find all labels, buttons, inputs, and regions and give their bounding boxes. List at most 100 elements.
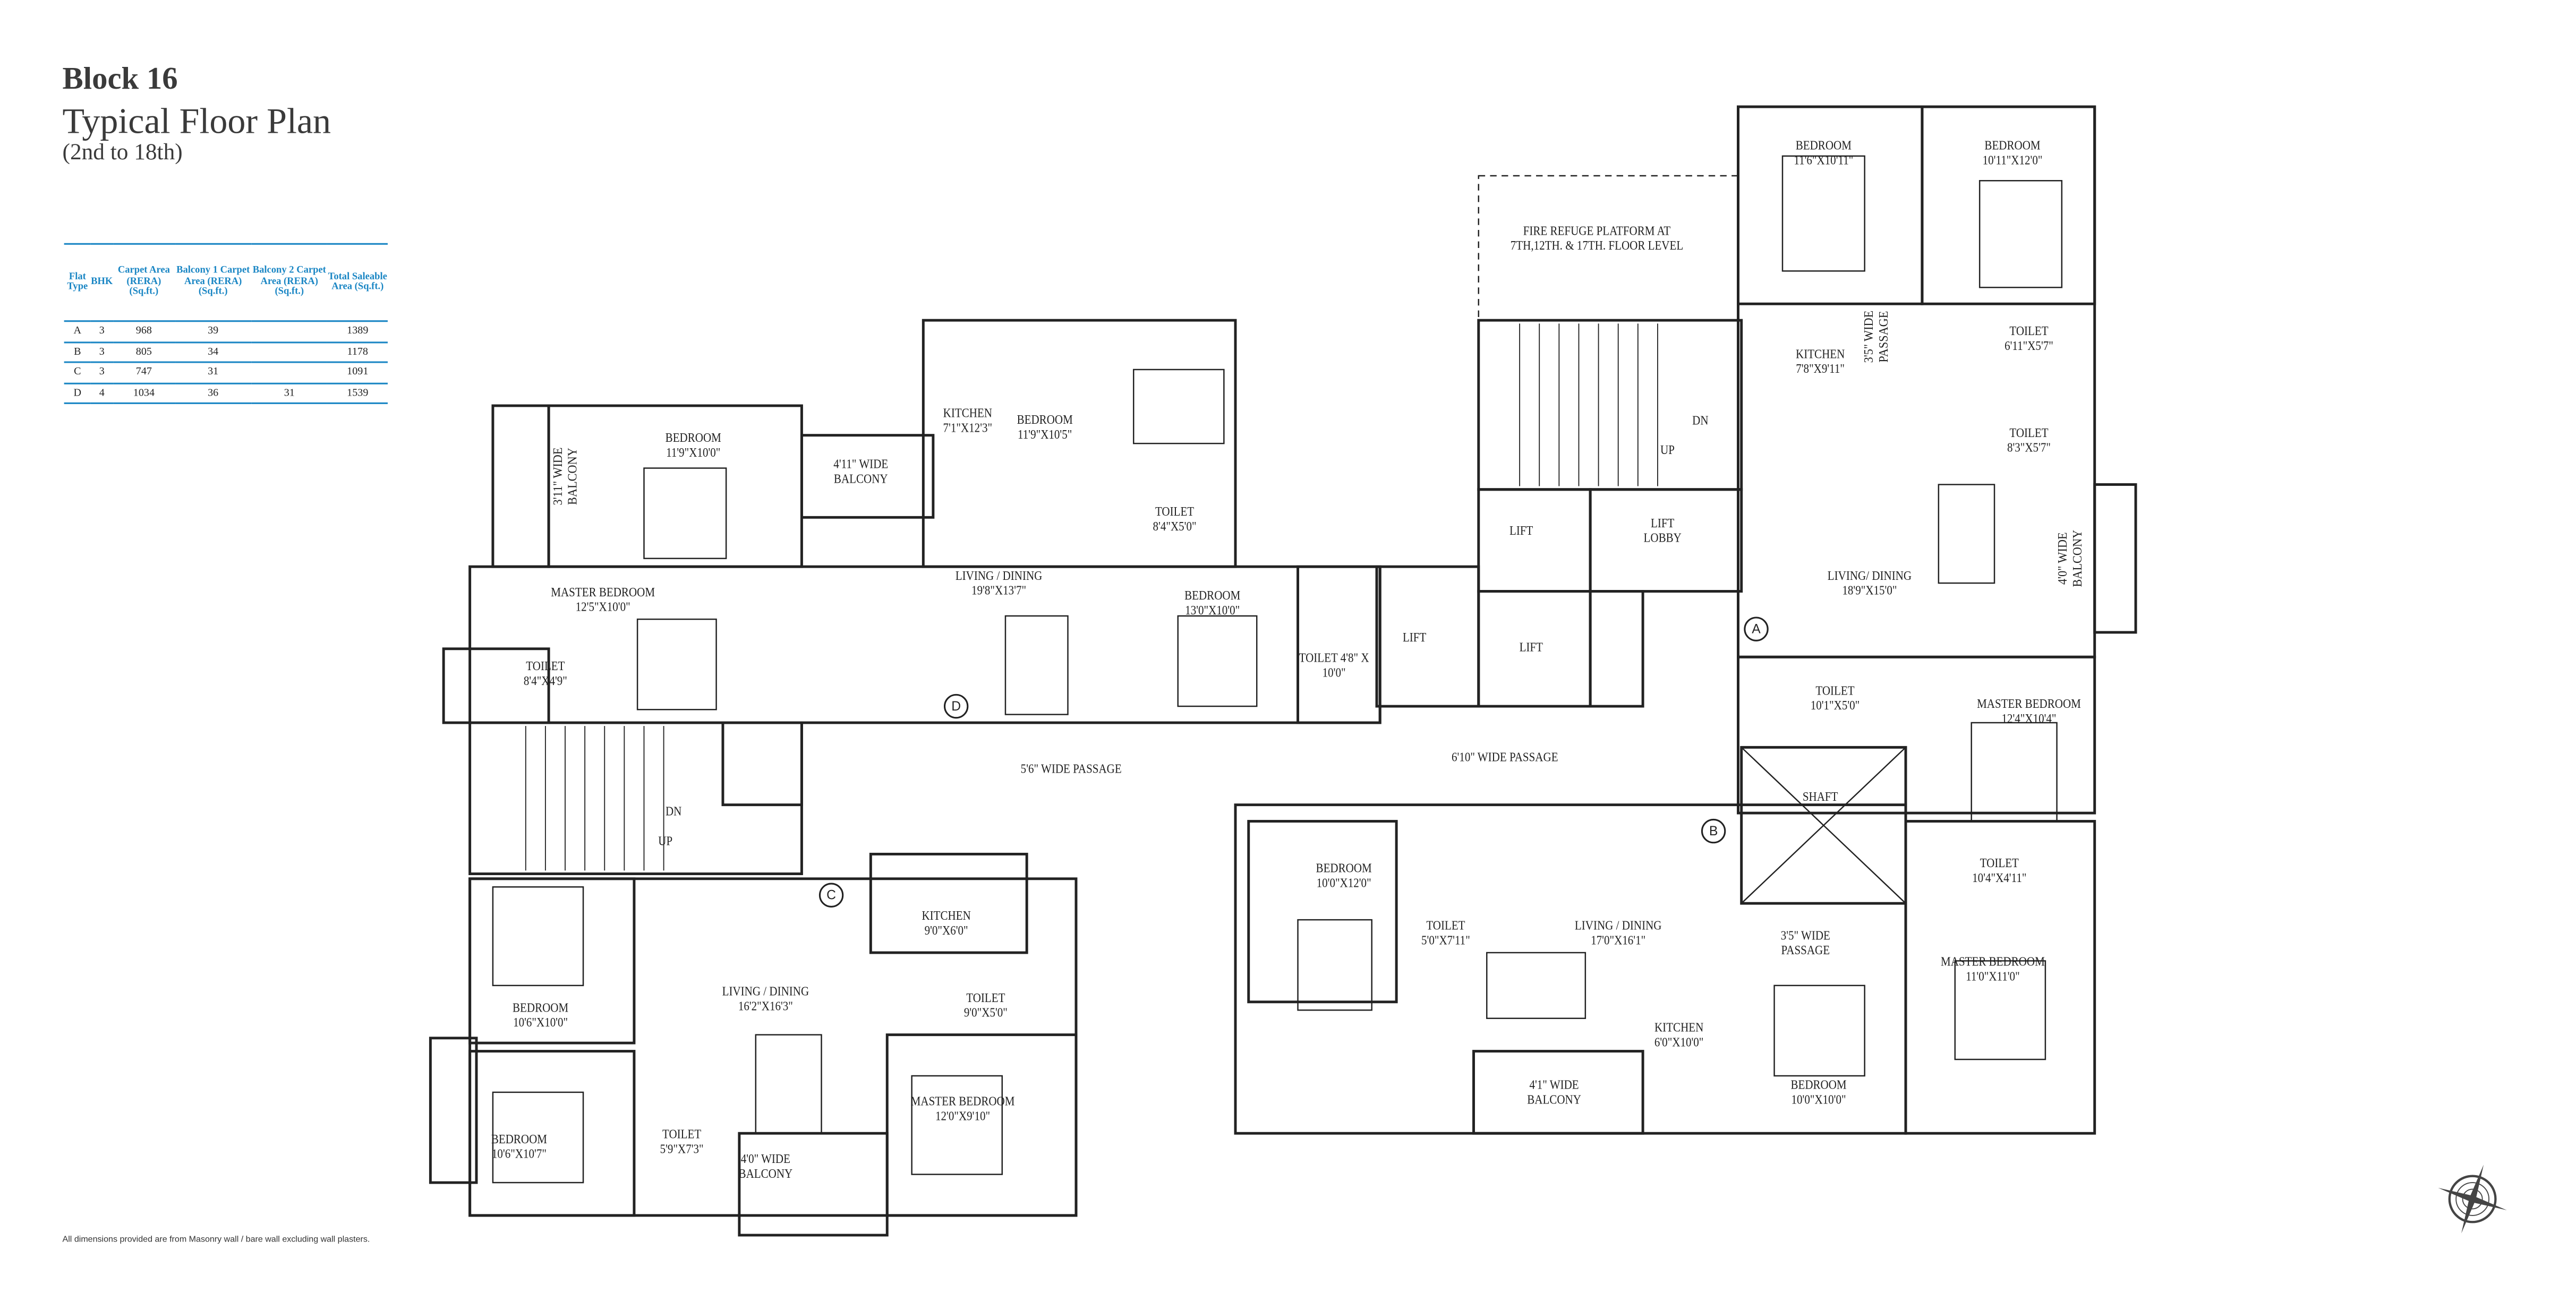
bed-icon	[1773, 985, 1865, 1077]
room-size: 11'9"X10'5"	[1018, 427, 1072, 442]
room-name: TOILET 4'8" X	[1299, 650, 1369, 665]
room-name: KITCHEN	[943, 405, 992, 421]
shaft-cross	[1741, 747, 1906, 904]
room-name: LIVING/ DINING	[1827, 568, 1912, 584]
room-name: BEDROOM	[665, 430, 721, 446]
room-name: BEDROOM	[1184, 588, 1241, 603]
room-size: 12'4"X10'4"	[2001, 711, 2057, 726]
room-size: 5'9"X7'3"	[660, 1141, 704, 1157]
room-name: DN	[665, 804, 682, 819]
room-name: TOILET	[1815, 683, 1855, 698]
table-cell: 1034	[113, 382, 175, 404]
plan-subtitle: Typical Floor Plan	[62, 100, 331, 142]
room-name: 4'0" WIDE	[740, 1151, 790, 1167]
room-name: TOILET	[526, 658, 565, 674]
room-name: TOILET	[1155, 504, 1195, 519]
dining-table-icon	[1486, 952, 1586, 1019]
room-size: 10'6"X10'7"	[491, 1146, 547, 1161]
room-size: 6'11"X5'7"	[2004, 338, 2053, 354]
bed-icon	[643, 467, 727, 559]
room-size: 8'4"X5'0"	[1153, 519, 1197, 534]
table-header-row: Flat Type BHK Carpet Area (RERA) (Sq.ft.…	[64, 243, 388, 322]
table-cell: 3	[91, 341, 113, 363]
room-size: PASSAGE	[1781, 943, 1830, 958]
room-name: LIFT	[1509, 523, 1533, 538]
room-size: 8'3"X5'7"	[2007, 440, 2051, 455]
room-name: 6'10" WIDE PASSAGE	[1452, 750, 1558, 765]
balcony-wall	[429, 1037, 478, 1184]
bed-icon	[911, 1075, 1003, 1175]
room-name: BEDROOM	[1790, 1077, 1847, 1092]
room-size: 7'1"X12'3"	[943, 420, 993, 435]
room-size: 5'0"X7'11"	[1421, 932, 1470, 948]
room-size: 10'0"	[1322, 665, 1346, 680]
room-name: BEDROOM	[513, 1000, 569, 1015]
room-size: 7TH,12TH. & 17TH. FLOOR LEVEL	[1510, 238, 1684, 253]
compass-ring-icon	[2448, 1175, 2497, 1223]
room-name: LIFT	[1402, 630, 1427, 645]
table-cell: 3	[91, 321, 113, 343]
room-size: BALCONY	[833, 471, 888, 486]
table-cell	[251, 321, 328, 343]
room-name: LIFT	[1650, 516, 1675, 531]
duct-wall	[1589, 590, 1644, 708]
bedroom-wall	[468, 1050, 636, 1217]
compass-needle-icon	[2438, 1165, 2507, 1234]
flat-marker: D	[943, 694, 969, 719]
bed-icon	[636, 618, 717, 711]
room-size: 10'11"X12'0"	[1982, 152, 2043, 168]
duct-wall	[721, 721, 803, 807]
room-size: 13'0"X10'0"	[1185, 603, 1240, 618]
dining-table-icon	[1938, 484, 1995, 584]
room-name: LIVING / DINING	[722, 983, 809, 999]
balcony-wall	[2093, 483, 2137, 634]
room-size: 6'0"X10'0"	[1654, 1034, 1704, 1050]
table-cell: 3	[91, 362, 113, 384]
col-total-area: Total Saleable Area (Sq.ft.)	[327, 243, 388, 322]
room-size: 19'8"X13'7"	[971, 583, 1027, 598]
room-name: BEDROOM	[1795, 138, 1852, 153]
flat-marker: A	[1744, 617, 1769, 641]
room-size: 8'4"X4'9"	[523, 673, 567, 689]
room-name: MASTER BEDROOM	[551, 585, 655, 600]
bed-icon	[492, 886, 584, 987]
room-size: 11'0"X11'0"	[1966, 969, 2020, 984]
dining-table-icon	[1004, 615, 1069, 715]
table-cell: 4	[91, 382, 113, 404]
room-label: UP	[1660, 443, 1675, 458]
room-size: 17'0"X16'1"	[1591, 932, 1646, 948]
room-label: UP	[658, 834, 672, 849]
bed-icon	[492, 1091, 584, 1184]
room-label: DN	[1692, 413, 1708, 428]
room-name: TOILET	[966, 990, 1005, 1005]
room-name: 4'1" WIDE	[1529, 1077, 1579, 1092]
room-label: LIFT	[1520, 640, 1543, 655]
bed-icon	[1781, 155, 1865, 272]
room-size: 11'6"X10'11"	[1794, 152, 1854, 168]
room-name: DN	[1692, 413, 1709, 428]
bed-icon	[1133, 369, 1225, 444]
room-name: KITCHEN	[1796, 346, 1845, 362]
room-size: 7'8"X9'11"	[1796, 361, 1845, 376]
col-flat-type: Flat Type	[64, 243, 91, 322]
table-cell: A	[64, 321, 91, 343]
room-size: 9'0"X5'0"	[963, 1005, 1008, 1020]
room-name: FIRE REFUGE PLATFORM AT	[1523, 223, 1671, 238]
